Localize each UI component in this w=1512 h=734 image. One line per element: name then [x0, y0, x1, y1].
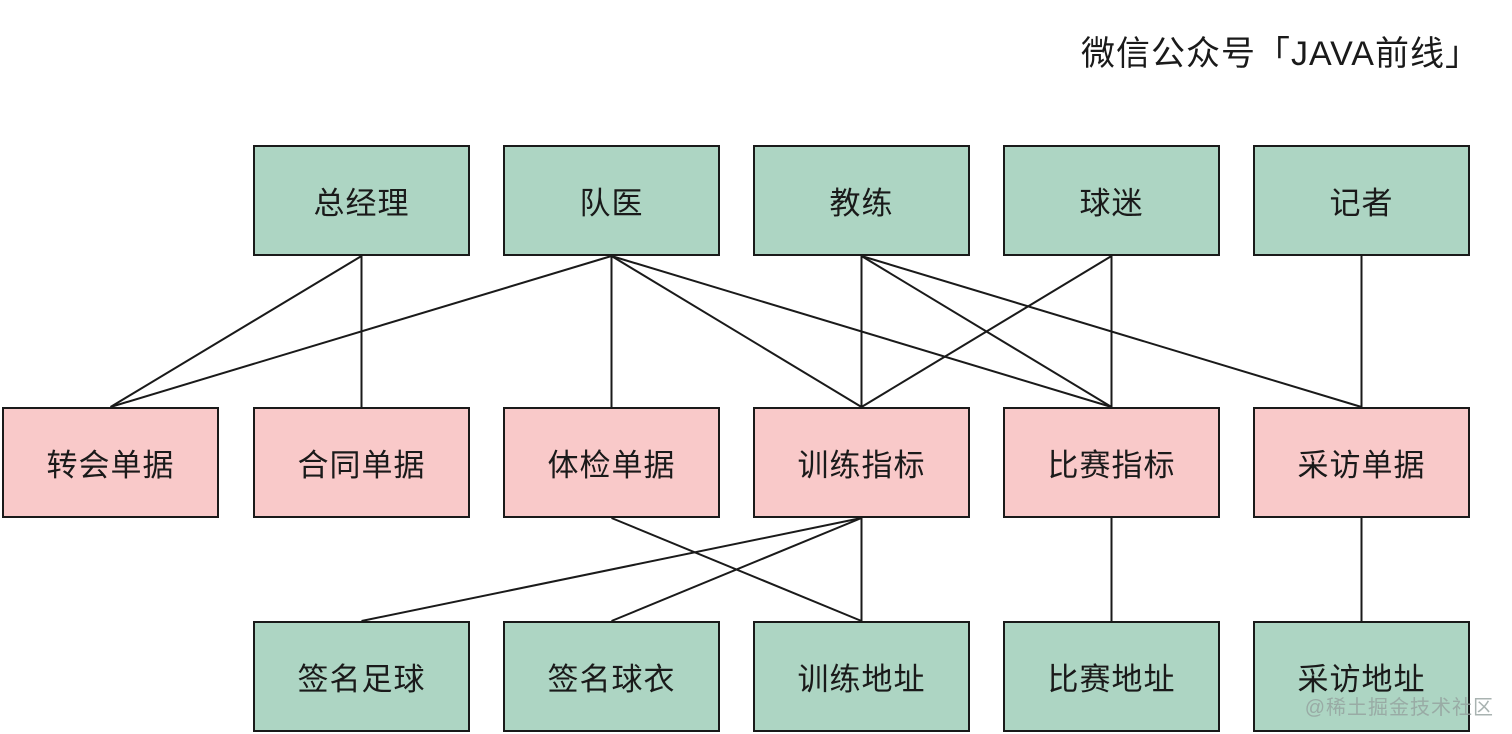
node-match-address: 比赛地址: [1003, 621, 1220, 732]
node-contract-doc: 合同单据: [253, 407, 470, 518]
node-physical-exam-doc: 体检单据: [503, 407, 720, 518]
node-reporter: 记者: [1253, 145, 1470, 256]
edge-training-metrics--signed-football: [361, 517, 862, 622]
node-label: 比赛指标: [1047, 448, 1176, 483]
node-interview-address: 采访地址: [1253, 621, 1470, 732]
node-coach: 教练: [753, 145, 970, 256]
node-interview-doc: 采访单据: [1253, 407, 1470, 518]
node-label: 体检单据: [547, 448, 676, 483]
node-label: 比赛地址: [1047, 662, 1176, 697]
node-label: 签名足球: [297, 662, 426, 697]
watermark: @稀土掘金技术社区: [1304, 697, 1494, 719]
edge-fan--training-metrics: [860, 255, 1113, 408]
node-label: 合同单据: [297, 448, 426, 483]
node-training-address: 训练地址: [753, 621, 970, 732]
node-label: 采访单据: [1297, 448, 1426, 483]
node-transfer-doc: 转会单据: [2, 407, 219, 518]
node-fan: 球迷: [1003, 145, 1220, 256]
node-label: 训练地址: [797, 662, 926, 697]
node-match-metrics: 比赛指标: [1003, 407, 1220, 518]
node-signed-jersey: 签名球衣: [503, 621, 720, 732]
node-label: 采访地址: [1297, 662, 1426, 697]
node-signed-football: 签名足球: [253, 621, 470, 732]
node-label: 队医: [579, 186, 644, 221]
node-label: 总经理: [313, 186, 410, 221]
edge-general-manager--transfer-doc: [109, 255, 363, 408]
node-general-manager: 总经理: [253, 145, 470, 256]
edge-training-metrics--signed-jersey: [611, 517, 862, 622]
edge-team-doctor--training-metrics: [610, 255, 863, 408]
brand-header: 微信公众号「JAVA前线」: [1081, 35, 1480, 73]
edge-team-doctor--transfer-doc: [110, 255, 612, 408]
node-label: 球迷: [1079, 186, 1144, 221]
node-training-metrics: 训练指标: [753, 407, 970, 518]
node-label: 转会单据: [46, 448, 175, 483]
node-team-doctor: 队医: [503, 145, 720, 256]
node-label: 签名球衣: [547, 662, 676, 697]
node-label: 训练指标: [797, 448, 926, 483]
node-label: 记者: [1329, 186, 1394, 221]
node-label: 教练: [829, 186, 894, 221]
